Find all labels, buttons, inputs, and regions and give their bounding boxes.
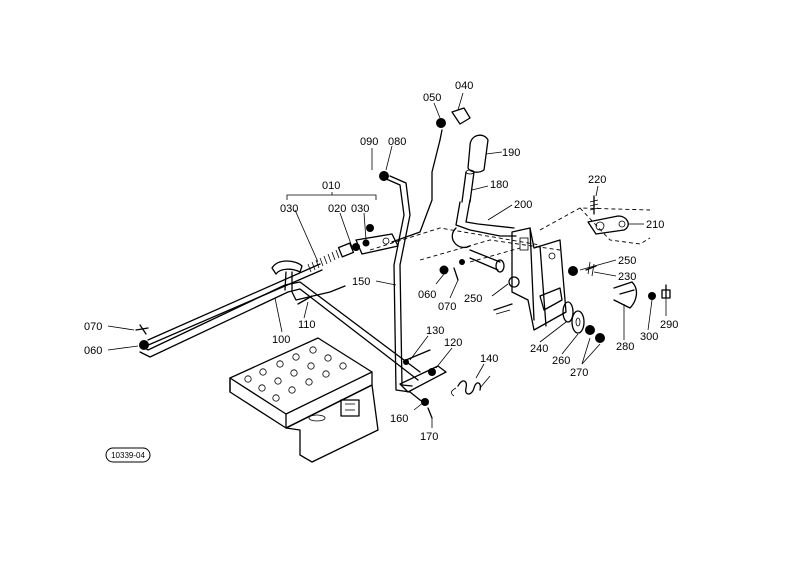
label-190: 190 <box>502 147 520 159</box>
label-170: 170 <box>420 431 438 443</box>
label-210: 210 <box>646 219 664 231</box>
plate-holes <box>244 346 347 402</box>
label-020: 020 <box>328 203 346 215</box>
label-270: 270 <box>570 367 588 379</box>
step-plate <box>229 337 379 463</box>
label-250-right: 250 <box>618 255 636 267</box>
label-240: 240 <box>530 343 548 355</box>
shift-lever-assembly <box>439 134 517 275</box>
label-220: 220 <box>588 174 606 186</box>
label-300: 300 <box>640 331 658 343</box>
label-090: 090 <box>360 136 378 148</box>
label-070-left: 070 <box>84 321 102 333</box>
detent-arm-210 <box>587 195 629 235</box>
label-130: 130 <box>426 325 444 337</box>
spring-140 <box>451 375 491 397</box>
label-260: 260 <box>552 355 570 367</box>
cable-assembly-010 <box>145 233 399 347</box>
label-030-right: 030 <box>351 203 369 215</box>
clip-280 <box>613 281 671 309</box>
figure-code: 10339-04 <box>111 451 145 460</box>
plate-bracket <box>308 399 360 422</box>
label-100: 100 <box>272 334 290 346</box>
label-200: 200 <box>514 199 532 211</box>
label-050: 050 <box>423 92 441 104</box>
label-150: 150 <box>352 276 370 288</box>
part-labels: 010 030 020 030 040 050 090 080 070 060 … <box>84 80 678 443</box>
label-120: 120 <box>444 337 462 349</box>
figure-code-badge: 10339-04 <box>105 447 151 463</box>
label-030-left: 030 <box>280 203 298 215</box>
label-280: 280 <box>616 341 634 353</box>
lower-lever <box>399 349 491 419</box>
threaded-section <box>307 249 340 273</box>
label-080: 080 <box>388 136 406 148</box>
label-060-center: 060 <box>418 289 436 301</box>
label-070-center: 070 <box>438 301 456 313</box>
leader-lines <box>107 92 667 428</box>
label-110: 110 <box>298 319 316 331</box>
small-hardware <box>135 224 465 350</box>
label-290: 290 <box>660 319 678 331</box>
rod-150 <box>379 171 413 393</box>
washer-stack <box>562 261 605 343</box>
label-040: 040 <box>455 80 473 92</box>
label-010: 010 <box>322 180 340 192</box>
label-160: 160 <box>390 413 408 425</box>
label-140: 140 <box>480 353 498 365</box>
upper-link-rod <box>391 107 471 243</box>
label-250-center: 250 <box>464 293 482 305</box>
label-230: 230 <box>618 271 636 283</box>
label-060-left: 060 <box>84 345 102 357</box>
lever-housing <box>493 227 567 331</box>
label-180: 180 <box>490 179 508 191</box>
